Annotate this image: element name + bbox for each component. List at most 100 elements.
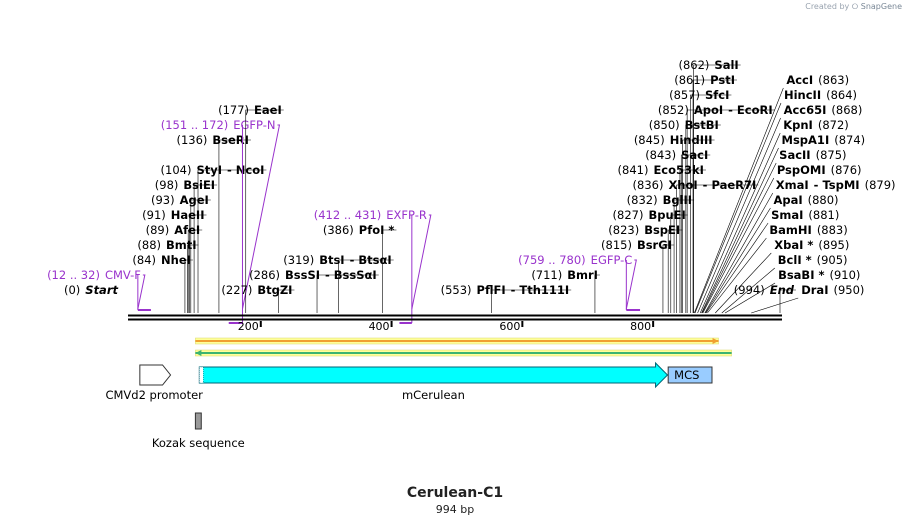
site-label-sfci: (857)SfcI (669, 88, 732, 313)
site-connector (679, 169, 706, 313)
site-label-apoi: (852)ApoI- EcoRI (658, 103, 775, 313)
credit-brand: SnapGene (860, 2, 902, 11)
site-connector (594, 274, 600, 313)
site-labels: (0)Start(994)End(12 .. 32)CMV-F(84)NheI(… (47, 58, 896, 324)
ruler-label-400: 400 (369, 320, 390, 333)
site-connector (193, 184, 218, 313)
site-connector (694, 102, 782, 314)
site-position: (836) (633, 178, 664, 192)
site-label-pflfi: (553)PflFI- Tth111I (441, 283, 572, 313)
site-connector (491, 289, 572, 313)
site-position: (151 .. 172) (161, 118, 229, 132)
snapgene-logo-icon: ⭘ (851, 2, 859, 11)
site-label-bamhi: BamHI(883) (707, 223, 848, 314)
site-connector (707, 237, 767, 314)
site-connector (779, 289, 796, 313)
site-label-bglii: (832)BglII (627, 193, 695, 313)
map-length: 994 bp (435, 503, 475, 516)
site-connector (680, 154, 711, 313)
orf-arrows (195, 337, 732, 357)
site-label-hindiii: (845)HindIII (634, 133, 715, 313)
site-label-psti: (861)PstI (674, 73, 738, 313)
site-position: (0) (64, 283, 80, 297)
site-position: (286) (249, 268, 280, 282)
site-label-drai: DraI(950) (751, 283, 864, 314)
site-position: (876) (831, 163, 862, 177)
site-name: PspOMI (777, 163, 826, 177)
site-connector (693, 64, 741, 313)
site-connector (662, 244, 674, 313)
credit-prefix: Created by (805, 2, 850, 11)
primer-connector (137, 274, 146, 310)
site-connector (686, 109, 775, 313)
site-label-btgzi: (227)BtgZI (221, 283, 295, 313)
feature-shape (139, 364, 172, 386)
site-connector (338, 259, 394, 313)
dna-backbone (128, 314, 782, 321)
site-name: EGFP-C (591, 253, 633, 267)
primer-connector (625, 259, 637, 310)
site-connector (676, 184, 759, 313)
site-connector (699, 132, 781, 314)
site-name: Acc65I (784, 103, 827, 117)
feature-cmvd2-promoter: CMVd2 promoter (105, 364, 203, 402)
site-connector (705, 222, 769, 314)
site-connector (218, 139, 251, 313)
feature-shape (198, 361, 669, 389)
site-label-eco53ki: (841)Eco53kI (618, 163, 706, 313)
site-name: PflFI (477, 283, 506, 297)
site-name: BssSI (285, 268, 320, 282)
site-name: NheI (161, 253, 191, 267)
site-name: CMV-F (105, 268, 141, 282)
orf-arrowhead-1 (195, 350, 202, 356)
site-connector (697, 117, 781, 314)
site-label-xbai: XbaI *(895) (715, 238, 849, 314)
site-connector (382, 229, 397, 313)
site-label-bmri: (711)BmrI (531, 268, 600, 313)
site-connector (245, 109, 284, 313)
site-label-haeii: (91)HaeII (142, 208, 207, 313)
plasmid-map: (0)Start(994)End(12 .. 32)CMV-F(84)NheI(… (47, 58, 896, 450)
site-name: Start (85, 283, 118, 297)
site-position: (841) (618, 163, 649, 177)
site-label-btsi: (319)BtsI- BtsαI (283, 253, 394, 313)
ruler-label-800: 800 (630, 320, 651, 333)
site-label-smai: SmaI(881) (705, 208, 839, 314)
site-connector (197, 169, 267, 313)
site-name: BsaBI * (778, 268, 824, 282)
feature-mcs: MCS (667, 366, 713, 384)
site-position: (895) (818, 238, 849, 252)
site-position: (711) (531, 268, 562, 282)
site-name: BamHI (769, 223, 811, 237)
site-connector (702, 177, 775, 314)
site-position: (84) (132, 253, 156, 267)
site-label-afei: (89)AfeI (146, 223, 203, 313)
site-name: KpnI (783, 118, 813, 132)
site-label-sacii: SacII(875) (701, 148, 847, 314)
feature-kozak-sequence: Kozak sequence (152, 412, 245, 450)
site-connector (701, 147, 779, 314)
site-label-bsiei: (98)BsiEI (155, 178, 218, 313)
site-connector (721, 267, 775, 314)
site-connector (751, 297, 799, 314)
feature-shape (194, 412, 202, 430)
site-position: (227) (221, 283, 252, 297)
site-connector (724, 282, 776, 314)
site-name: AccI (786, 73, 813, 87)
site-label-bspei: (823)BspEI (608, 223, 683, 313)
ruler-label-200: 200 (238, 320, 259, 333)
site-position: (850) (649, 118, 680, 132)
site-position: (319) (283, 253, 314, 267)
site-label-apai: ApaI(880) (705, 193, 839, 314)
site-label-bsrgi: (815)BsrGI (601, 238, 674, 313)
site-name: HincII (784, 88, 821, 102)
site-connector (278, 289, 295, 313)
site-label-xmai: XmaI- TspMI(879) (704, 178, 896, 314)
orf-arrowhead-0 (712, 338, 719, 344)
site-position: (874) (834, 133, 865, 147)
site-position: (868) (831, 103, 862, 117)
site-label-bseri: (136)BseRI (176, 133, 251, 313)
feature-mcerulean: mCerulean (198, 361, 669, 402)
site-position: (386) (323, 223, 354, 237)
